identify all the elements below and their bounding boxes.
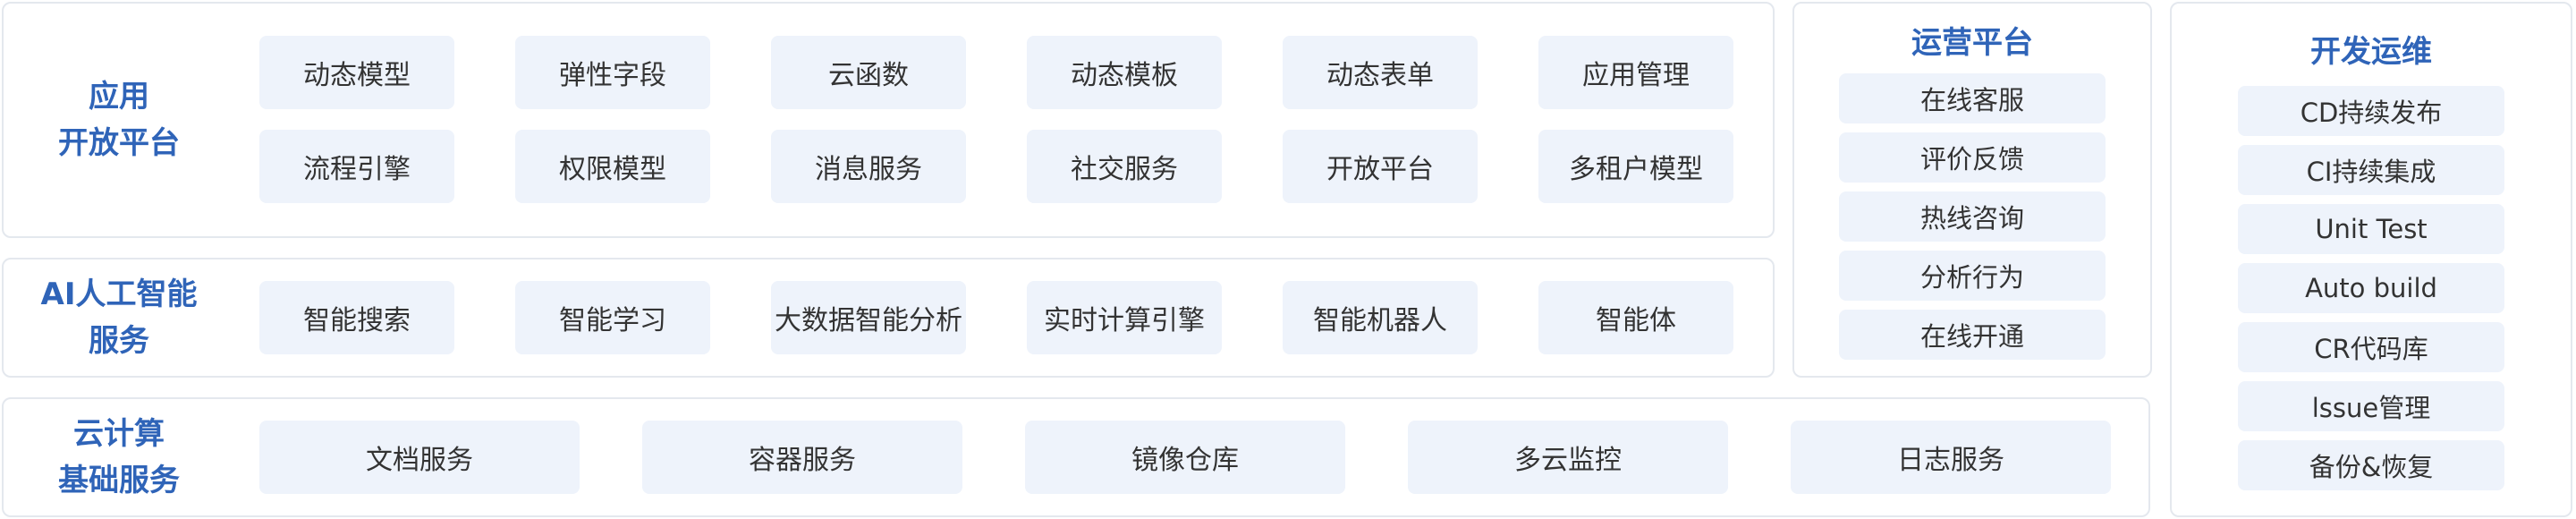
devops-chip: Unit Test <box>2238 204 2504 254</box>
app-open-platform-title-line2: 开放平台 <box>58 125 180 161</box>
operations-platform-title: 运营平台 <box>1911 25 2033 61</box>
module-chip: 弹性字段 <box>515 36 710 109</box>
module-chip: 文档服务 <box>259 421 580 494</box>
module-chip: 实时计算引擎 <box>1027 281 1222 354</box>
module-chip: 智能搜索 <box>259 281 454 354</box>
devops-chip: CI持续集成 <box>2238 145 2504 195</box>
module-chip: 镜像仓库 <box>1025 421 1345 494</box>
ai-services-title-line2: 服务 <box>89 323 149 359</box>
module-chip: 社交服务 <box>1027 130 1222 203</box>
module-chip: 智能机器人 <box>1283 281 1478 354</box>
module-chip: 应用管理 <box>1538 36 1733 109</box>
devops-chip: CD持续发布 <box>2238 86 2504 136</box>
module-chip: 动态模板 <box>1027 36 1222 109</box>
operations-chip: 在线开通 <box>1839 310 2106 360</box>
devops-chip: 备份&恢复 <box>2238 440 2504 490</box>
operations-chip: 分析行为 <box>1839 251 2106 301</box>
devops-chip: Auto build <box>2238 263 2504 313</box>
cloud-computing-title-line2: 基础服务 <box>58 463 180 498</box>
devops-chip: lssue管理 <box>2238 381 2504 431</box>
module-chip: 云函数 <box>771 36 966 109</box>
module-chip: 消息服务 <box>771 130 966 203</box>
module-chip: 动态表单 <box>1283 36 1478 109</box>
operations-chip: 热线咨询 <box>1839 191 2106 242</box>
module-chip: 流程引擎 <box>259 130 454 203</box>
module-chip: 容器服务 <box>642 421 962 494</box>
module-chip: 多云监控 <box>1408 421 1728 494</box>
devops-chip: CR代码库 <box>2238 322 2504 372</box>
module-chip: 智能学习 <box>515 281 710 354</box>
module-chip: 日志服务 <box>1791 421 2111 494</box>
ai-services-title: AI人工智能 服务 <box>16 258 222 378</box>
operations-chip: 在线客服 <box>1839 73 2106 123</box>
ai-services-title-line1: AI人工智能 <box>40 277 198 312</box>
app-open-platform-title: 应用 开放平台 <box>16 2 222 238</box>
app-open-platform-title-line1: 应用 <box>89 79 149 115</box>
module-chip: 多租户模型 <box>1538 130 1733 203</box>
module-chip: 动态模型 <box>259 36 454 109</box>
cloud-computing-title: 云计算 基础服务 <box>16 397 222 517</box>
cloud-computing-title-line1: 云计算 <box>73 416 165 452</box>
module-chip: 权限模型 <box>515 130 710 203</box>
operations-chip: 评价反馈 <box>1839 132 2106 183</box>
devops-title: 开发运维 <box>2310 34 2432 70</box>
module-chip: 开放平台 <box>1283 130 1478 203</box>
module-chip: 智能体 <box>1538 281 1733 354</box>
module-chip: 大数据智能分析 <box>771 281 966 354</box>
